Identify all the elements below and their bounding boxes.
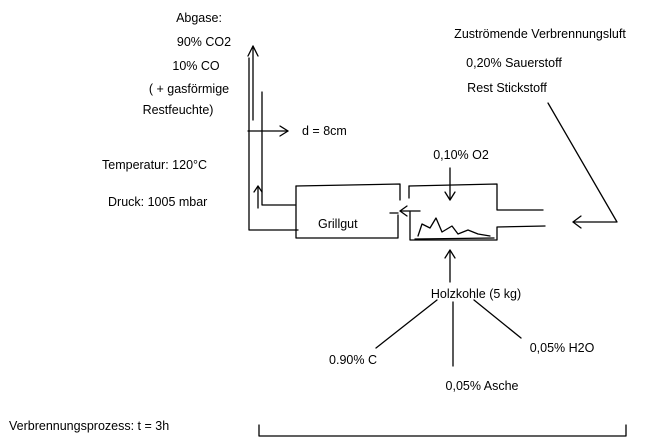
- exhaust-humidity-line2: Restfeuchte): [142, 103, 214, 117]
- inflow-air-nitrogen: Rest Stickstoff: [467, 81, 547, 95]
- charcoal-heading: Holzkohle (5 kg): [430, 287, 522, 301]
- inflow-air-heading: Zuströmende Verbrennungsluft: [454, 27, 626, 41]
- charcoal-up-arrow: [444, 249, 456, 283]
- exhaust-humidity-line1: ( + gasförmige: [148, 82, 230, 96]
- charcoal-water: 0,05% H2O: [529, 341, 595, 355]
- pipe-pressure: Druck: 1005 mbar: [108, 195, 208, 209]
- inflow-air-arrow: [547, 102, 618, 229]
- composition-lines: [375, 299, 522, 367]
- grill-o2-label: 0,10% O2: [433, 148, 489, 162]
- flow-arrow-left: [399, 205, 421, 217]
- grill-body: [295, 183, 546, 241]
- exhaust-heading: Abgase:: [176, 11, 222, 25]
- exhaust-chimney: [248, 57, 299, 231]
- o2-down-arrow: [444, 167, 456, 201]
- process-duration: Verbrennungsprozess: t = 3h: [9, 419, 170, 433]
- grill-food-label: Grillgut: [318, 217, 358, 231]
- exhaust-co: 10% CO: [172, 59, 220, 73]
- inflow-air-oxygen: 0,20% Sauerstoff: [466, 56, 562, 70]
- exhaust-up-arrow: [247, 45, 259, 121]
- charcoal-ash: 0,05% Asche: [445, 379, 519, 393]
- pipe-temperature: Temperatur: 120°C: [102, 158, 208, 172]
- pipe-diameter: d = 8cm: [302, 124, 347, 138]
- time-bracket: [258, 424, 627, 437]
- charcoal-pile: [414, 217, 495, 240]
- charcoal-carbon: 0.90% C: [329, 353, 377, 367]
- exhaust-co2: 90% CO2: [176, 35, 232, 49]
- diameter-arrow: [247, 125, 289, 137]
